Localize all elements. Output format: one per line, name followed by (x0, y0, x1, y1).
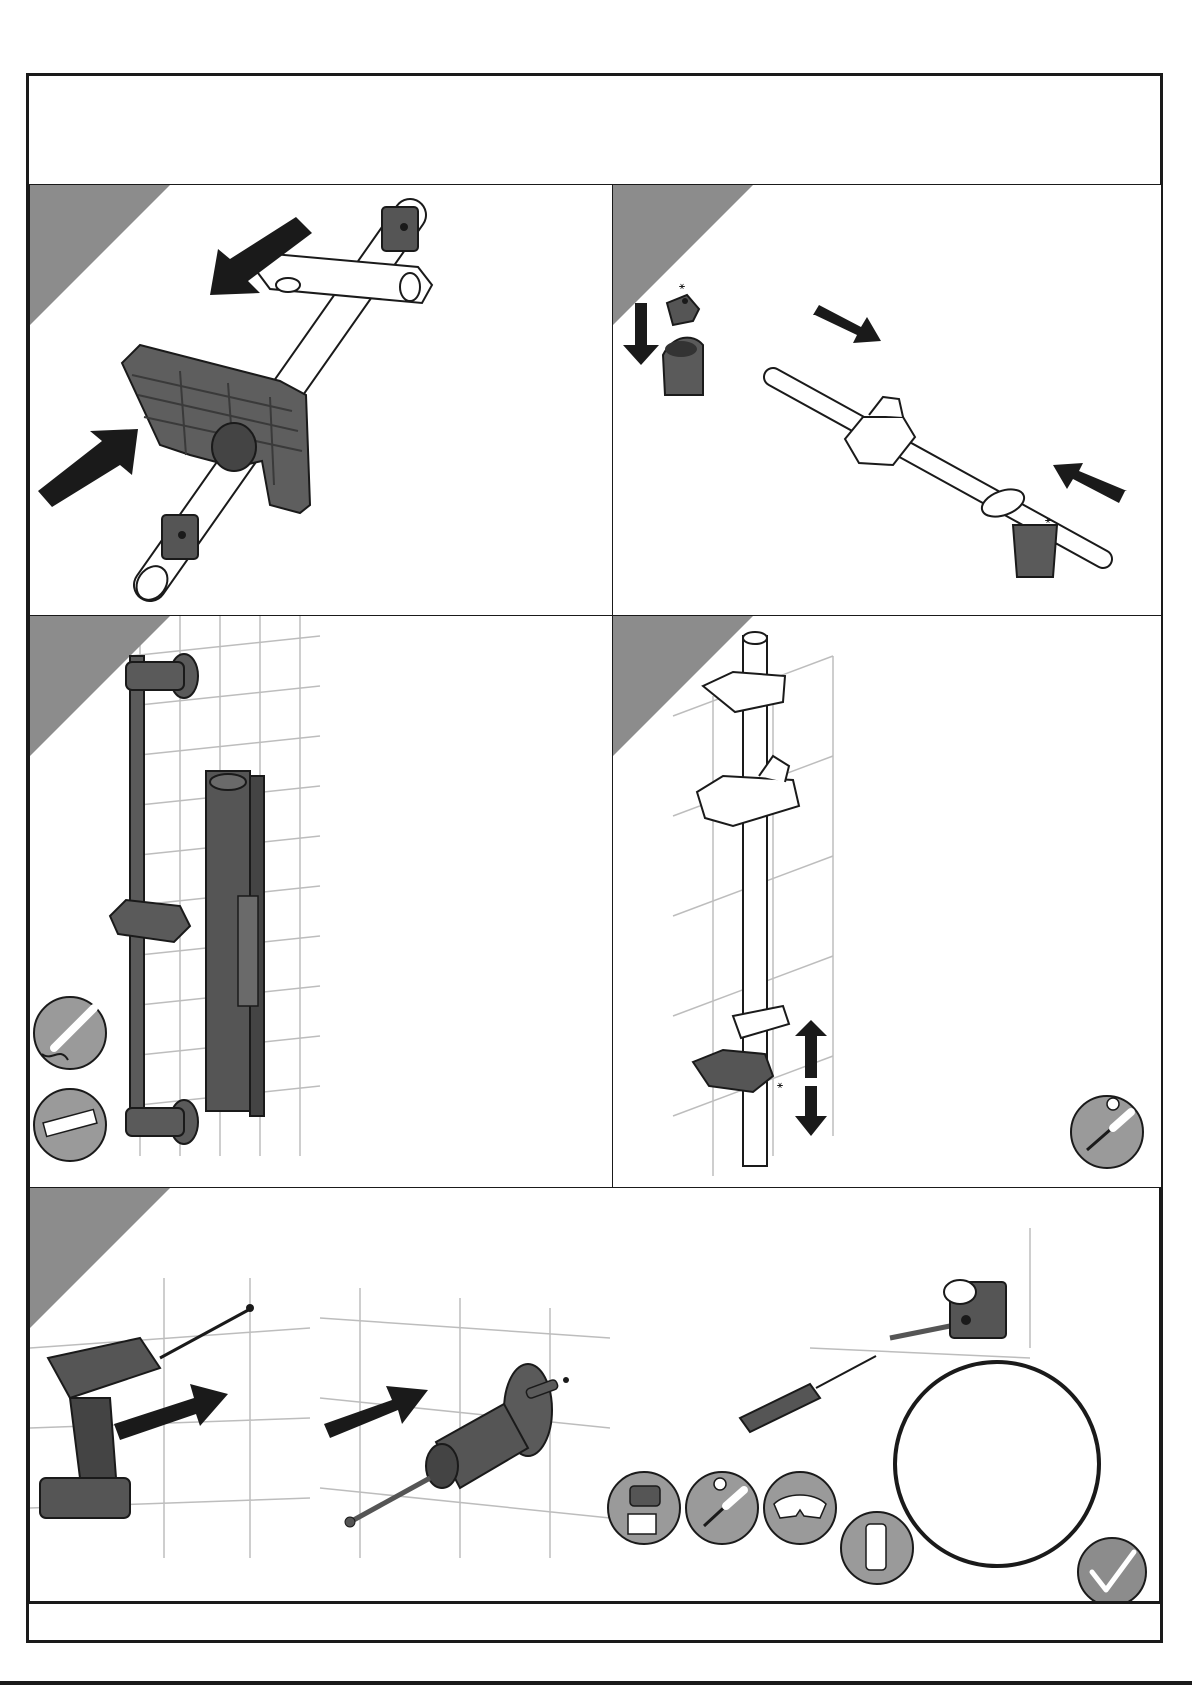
spirit-level-icon (34, 1089, 106, 1161)
step-corner-marker (30, 1188, 170, 1328)
step-3-illustration (30, 616, 613, 1188)
pencil-icon (34, 997, 106, 1069)
slider-holder (110, 900, 190, 942)
wall-bracket (162, 515, 198, 559)
detail-magnifier (895, 1362, 1099, 1566)
bracket-cap: ⚹ (693, 1050, 783, 1092)
step-4-panel: ⚹ (612, 615, 1162, 1188)
cordless-drill (40, 1304, 254, 1518)
direction-arrow (795, 1086, 827, 1136)
step-4-illustration: ⚹ (613, 616, 1162, 1188)
wall-bracket (733, 1006, 789, 1038)
footer-area (29, 1601, 1160, 1643)
wall-bracket (382, 207, 418, 251)
wall-bracket: ⚹ (978, 484, 1057, 577)
slider-holder (258, 253, 432, 303)
direction-arrow (324, 1386, 428, 1438)
svg-text:⚹: ⚹ (777, 1080, 783, 1091)
svg-text:⚹: ⚹ (1045, 515, 1051, 526)
step-5-panel (29, 1187, 1160, 1601)
safety-glasses-icon (764, 1472, 836, 1544)
page-bottom-rule (0, 1681, 1192, 1685)
checkmark-icon (1078, 1538, 1146, 1601)
screwdriver (740, 1356, 876, 1432)
step-corner-marker (30, 185, 170, 325)
step-3-panel (29, 615, 613, 1188)
cordless-drill-icon (608, 1472, 680, 1544)
bracket-cap: ⚹ (667, 281, 699, 325)
step-1-illustration (30, 185, 613, 616)
wall-bracket (663, 338, 703, 395)
wall-plug-icon (841, 1512, 913, 1584)
direction-arrow (795, 1020, 827, 1078)
direction-arrow (1053, 463, 1127, 503)
step-2-illustration: ⚹ ⚹ (613, 185, 1162, 616)
svg-text:⚹: ⚹ (679, 281, 685, 292)
step-2-panel: ⚹ ⚹ (612, 184, 1162, 616)
direction-arrow (114, 1384, 228, 1440)
spirit-level (206, 771, 264, 1116)
direction-arrow (813, 305, 881, 343)
phillips-screwdriver-icon (1071, 1096, 1143, 1168)
direction-arrow (38, 429, 138, 507)
wall-bracket (944, 1280, 1006, 1338)
step-1-panel (29, 184, 613, 616)
screw (350, 1478, 430, 1522)
direction-arrow (623, 303, 659, 365)
header-area (29, 76, 1160, 184)
step-5-illustration (30, 1188, 1160, 1601)
phillips-screwdriver-icon (686, 1472, 758, 1544)
wall-bracket (426, 1364, 552, 1488)
